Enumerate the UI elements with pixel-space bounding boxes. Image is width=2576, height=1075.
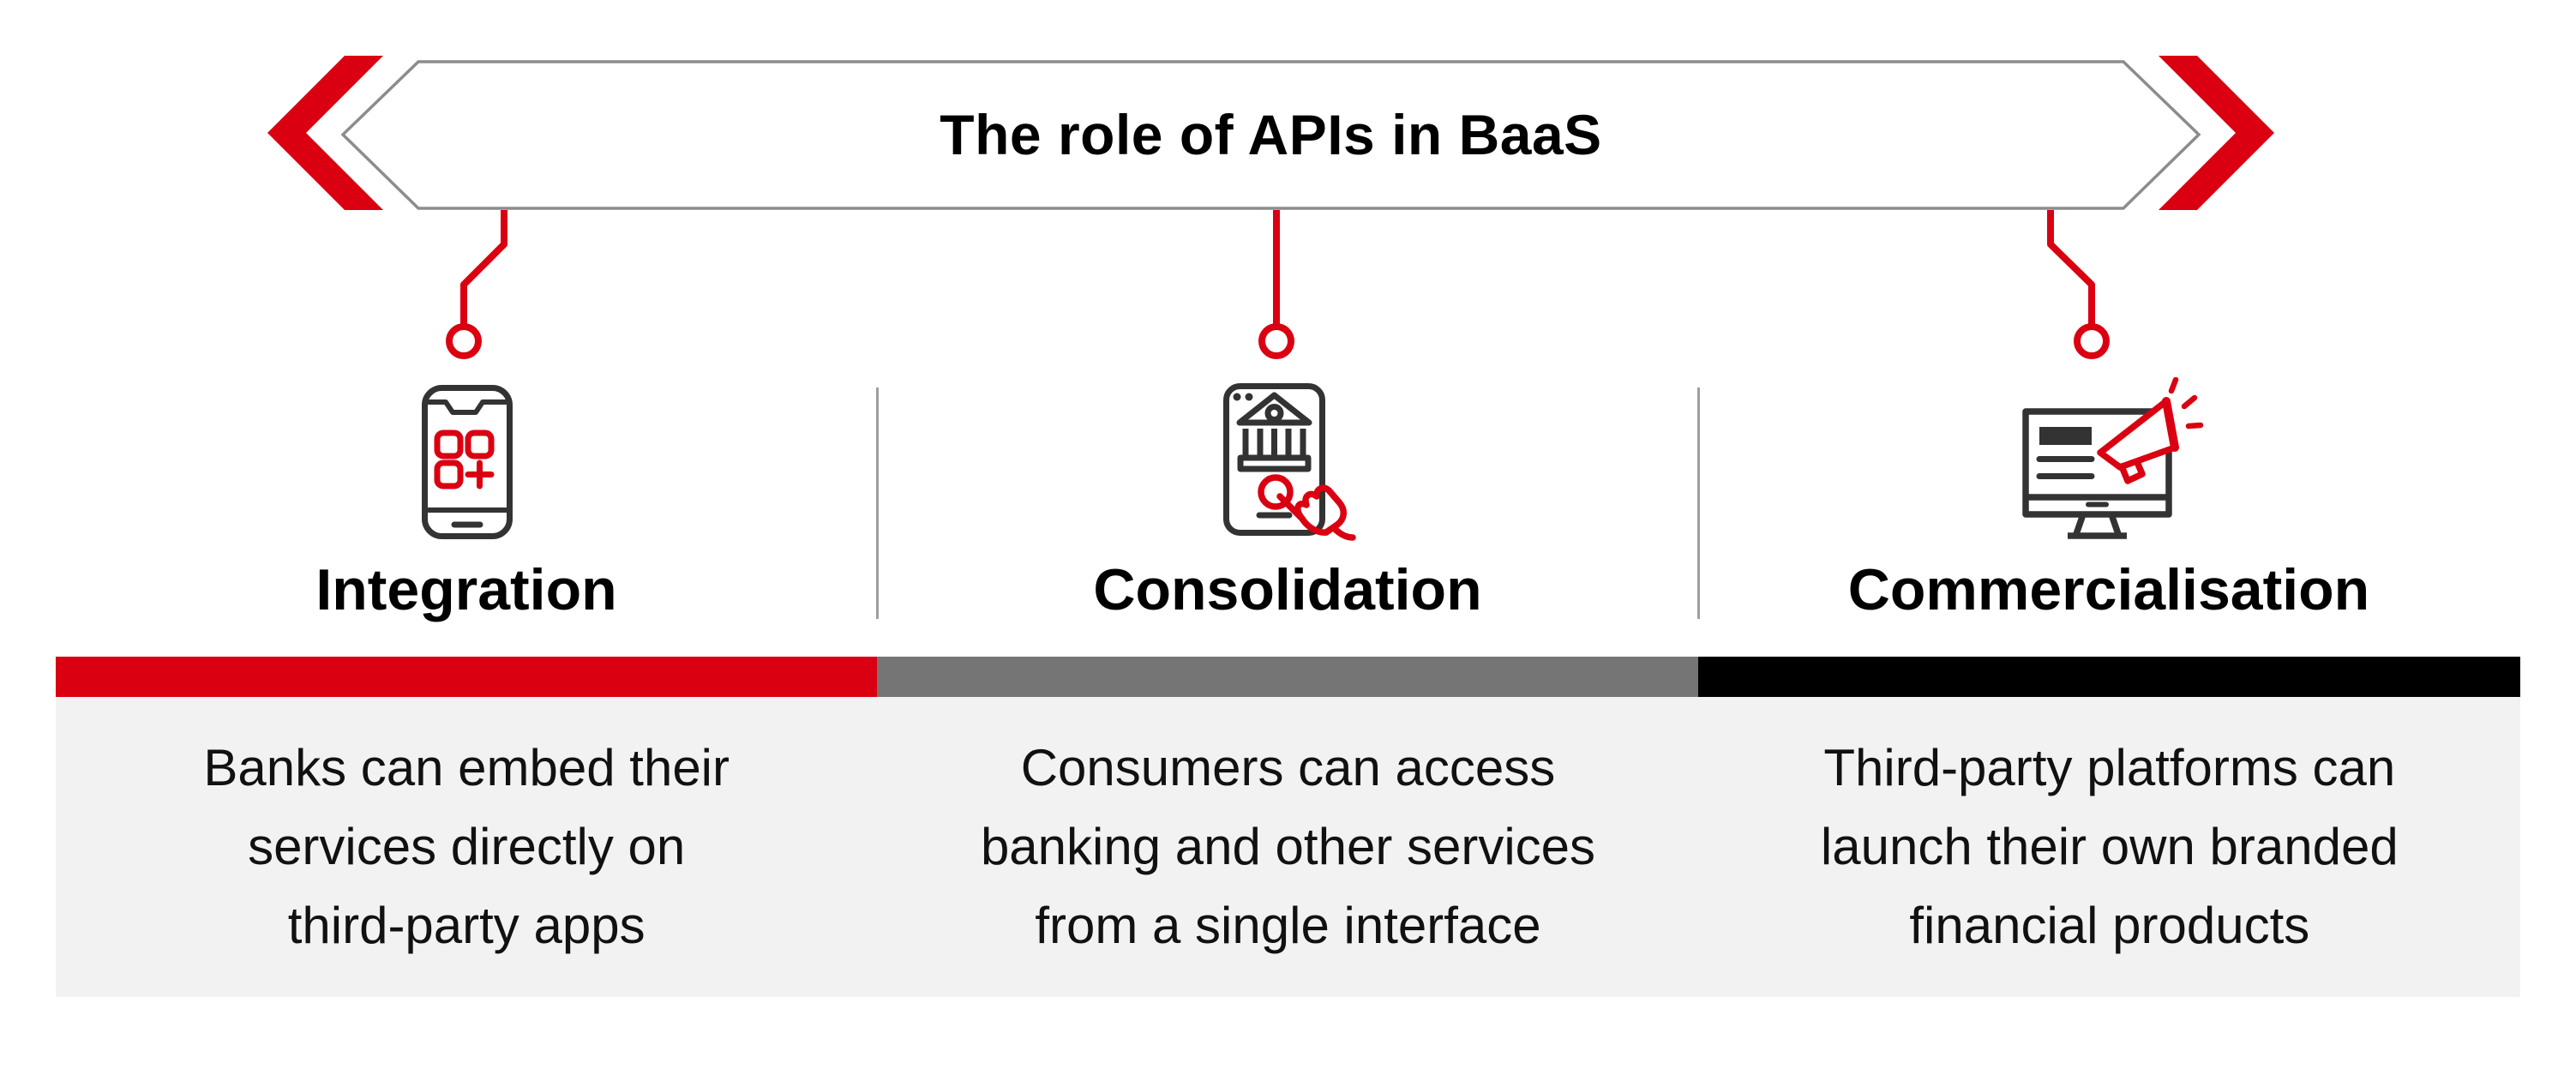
label-integration: Integration bbox=[315, 557, 617, 622]
bank-tap-icon bbox=[1222, 382, 1360, 541]
commercialisation-color-bar bbox=[1698, 657, 2520, 697]
banner-ribbon bbox=[340, 60, 2201, 210]
description-line: services directly on bbox=[248, 818, 686, 875]
chevron-left-icon bbox=[267, 56, 383, 210]
label-consolidation: Consolidation bbox=[1093, 557, 1482, 622]
description-integration: Banks can embed their services directly … bbox=[56, 697, 877, 997]
description-line: Third-party platforms can bbox=[1823, 739, 2396, 796]
description-commercialisation: Third-party platforms can launch their o… bbox=[1699, 697, 2520, 997]
column-divider bbox=[1697, 387, 1700, 619]
description-line: from a single interface bbox=[1035, 897, 1541, 954]
banner-title: The role of APIs in BaaS bbox=[940, 103, 1602, 166]
connector-left bbox=[446, 210, 507, 359]
descriptions-panel: Banks can embed their services directly … bbox=[56, 697, 2520, 997]
description-line: financial products bbox=[1909, 897, 2310, 954]
monitor-megaphone-icon bbox=[2019, 377, 2216, 544]
phone-apps-icon bbox=[421, 384, 513, 540]
description-line: launch their own branded bbox=[1820, 818, 2399, 875]
column-divider bbox=[876, 387, 879, 619]
label-commercialisation: Commercialisation bbox=[1847, 557, 2370, 622]
connector-right bbox=[2047, 210, 2110, 359]
description-line: Consumers can access bbox=[1020, 739, 1556, 796]
description-line: third-party apps bbox=[287, 897, 646, 954]
integration-color-bar bbox=[56, 657, 877, 697]
connector-middle bbox=[1258, 210, 1294, 359]
description-consolidation: Consumers can access banking and other s… bbox=[877, 697, 1698, 997]
description-line: Banks can embed their bbox=[203, 739, 730, 796]
chevron-right-icon bbox=[2159, 56, 2274, 210]
consolidation-color-bar bbox=[877, 657, 1698, 697]
description-line: banking and other services bbox=[980, 818, 1596, 875]
